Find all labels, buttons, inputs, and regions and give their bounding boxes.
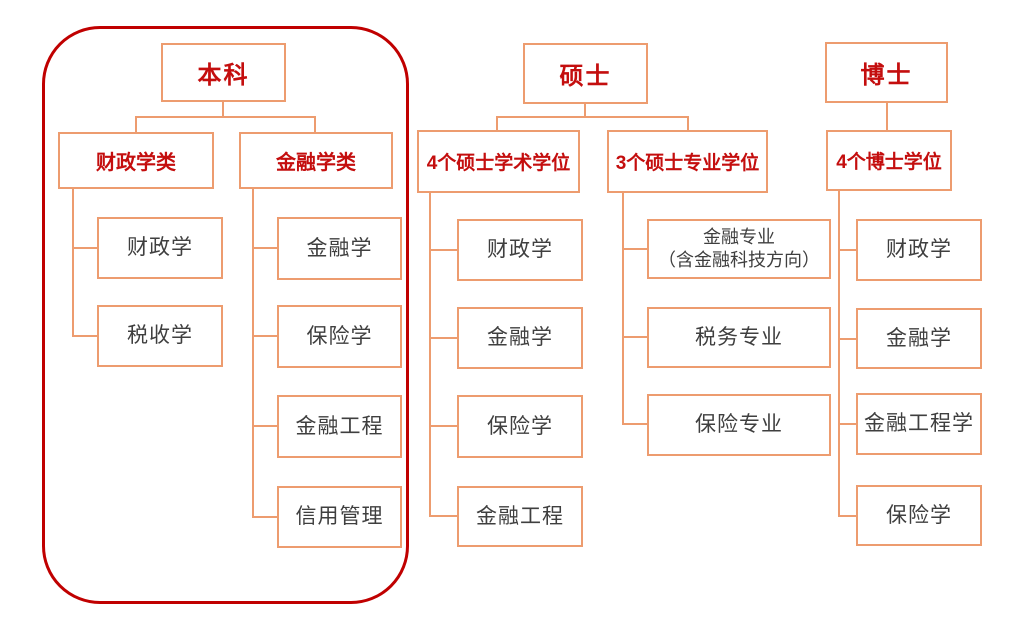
connector-line (222, 102, 224, 117)
connector-line (838, 338, 856, 340)
connector-line (622, 248, 647, 250)
tree-leaf: 财政学 (97, 217, 223, 279)
tree-leaf: 保险学 (457, 395, 583, 458)
connector-line (135, 116, 316, 118)
tree-leaf: 金融学 (277, 217, 402, 280)
connector-line (429, 249, 457, 251)
connector-line (252, 335, 277, 337)
connector-line (429, 515, 457, 517)
node-finance-category: 金融学类 (239, 132, 393, 189)
node-doctor-degrees: 4个博士学位 (826, 130, 952, 191)
connector-line (622, 423, 647, 425)
tree-leaf: 金融工程 (457, 486, 583, 547)
tree-leaf: 财政学 (457, 219, 583, 281)
tree-leaf: 信用管理 (277, 486, 402, 548)
connector-line (252, 516, 277, 518)
node-fiscal-category: 财政学类 (58, 132, 214, 189)
connector-line (72, 335, 97, 337)
connector-line (687, 116, 689, 130)
tree-leaf: 保险学 (856, 485, 982, 546)
connector-line (496, 116, 689, 118)
connector-line (429, 193, 431, 517)
connector-line (838, 515, 856, 517)
connector-line (886, 103, 888, 130)
connector-line (622, 193, 624, 425)
tree-leaf: 金融工程学 (856, 393, 982, 455)
connector-line (838, 249, 856, 251)
node-master-academic: 4个硕士学术学位 (417, 130, 580, 193)
node-master-professional: 3个硕士专业学位 (607, 130, 768, 193)
connector-line (135, 116, 137, 132)
tree-leaf: 保险专业 (647, 394, 831, 456)
node-master-root: 硕士 (523, 43, 648, 104)
connector-line (429, 425, 457, 427)
connector-line (622, 336, 647, 338)
connector-line (72, 247, 97, 249)
node-doctor-root: 博士 (825, 42, 948, 103)
connector-line (252, 425, 277, 427)
bachelor-highlight-frame (42, 26, 409, 604)
connector-line (838, 423, 856, 425)
connector-line (252, 189, 254, 518)
tree-leaf: 税务专业 (647, 307, 831, 368)
tree-leaf: 金融专业 （含金融科技方向） (647, 219, 831, 279)
connector-line (252, 247, 277, 249)
tree-leaf: 金融学 (457, 307, 583, 369)
connector-line (496, 116, 498, 130)
tree-leaf: 税收学 (97, 305, 223, 367)
connector-line (72, 189, 74, 337)
tree-leaf: 保险学 (277, 305, 402, 368)
node-bachelor-root: 本科 (161, 43, 286, 102)
connector-line (584, 104, 586, 117)
tree-leaf: 金融工程 (277, 395, 402, 458)
connector-line (429, 337, 457, 339)
connector-line (838, 191, 840, 517)
tree-leaf: 金融学 (856, 308, 982, 369)
tree-leaf: 财政学 (856, 219, 982, 281)
connector-line (314, 116, 316, 132)
